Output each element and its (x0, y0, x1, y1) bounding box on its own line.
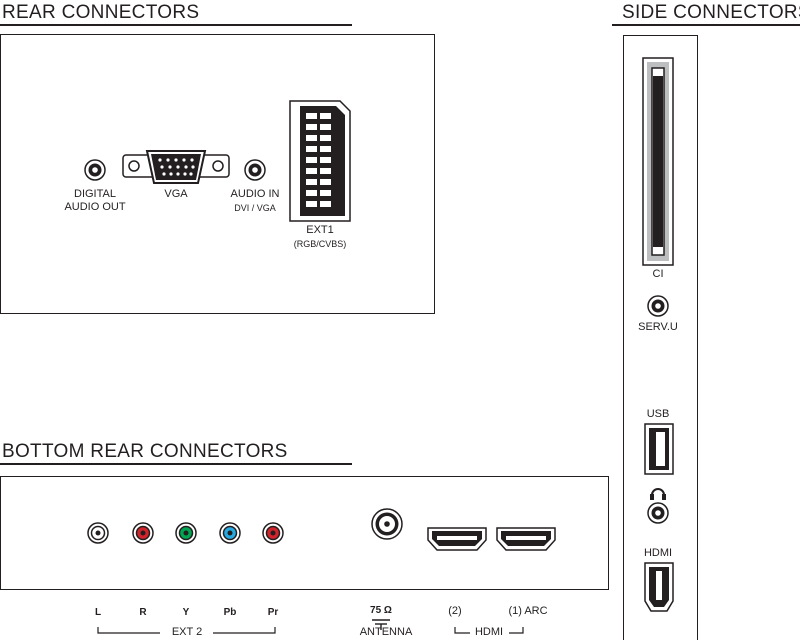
ext2-label-y: Y (182, 607, 190, 618)
rca-jack-y (175, 522, 197, 544)
hdmi-bracket (454, 627, 524, 634)
headphone-jack (647, 502, 669, 524)
hdmi-1-arc-label: (1) ARC (508, 605, 548, 617)
ext1-scart-connector (289, 100, 351, 222)
serv-u-label: SERV.U (638, 321, 678, 333)
hdmi-port-2 (427, 527, 487, 551)
ext2-group-label: EXT 2 (171, 626, 203, 638)
ext1-sub-label: (RGB/CVBS) (293, 239, 347, 249)
digital-audio-out-line1: DIGITAL (74, 188, 116, 200)
antenna-symbol (372, 619, 390, 630)
hdmi-side-label: HDMI (643, 547, 673, 559)
audio-in-sub-label: DVI / VGA (234, 203, 276, 213)
antenna-ohm-label: 75 Ω (370, 605, 392, 616)
ci-label: CI (652, 268, 664, 280)
serv-u-jack (647, 295, 669, 317)
antenna-label: ANTENNA (359, 626, 413, 638)
usb-label: USB (646, 408, 670, 420)
ext2-label-pr: Pr (267, 607, 279, 618)
side-heading-rule (612, 24, 800, 26)
digital-audio-out-jack (84, 159, 106, 181)
rca-jack-pb (219, 522, 241, 544)
vga-connector (122, 150, 230, 184)
bottom-heading-rule (0, 463, 352, 465)
ext2-label-pb: Pb (223, 607, 237, 618)
ci-slot (642, 57, 674, 266)
rear-connectors-heading: REAR CONNECTORS (2, 2, 200, 23)
headphone-icon (650, 488, 666, 500)
audio-in-label: AUDIO IN (230, 188, 280, 200)
hdmi-2-label: (2) (448, 605, 462, 617)
audio-in-jack (244, 159, 266, 181)
ext2-label-l: L (94, 607, 102, 618)
vga-label: VGA (164, 188, 188, 200)
ext1-label: EXT1 (306, 224, 334, 236)
rca-jack-l (87, 522, 109, 544)
ext2-label-r: R (139, 607, 147, 618)
bottom-rear-connectors-heading: BOTTOM REAR CONNECTORS (2, 441, 288, 462)
digital-audio-out-line2: AUDIO OUT (64, 201, 126, 213)
usb-port (644, 423, 674, 475)
ext2-bracket (97, 627, 276, 634)
digital-audio-out-label: DIGITAL AUDIO OUT (55, 188, 135, 214)
rca-jack-pr (262, 522, 284, 544)
hdmi-port-1-arc (496, 527, 556, 551)
side-hdmi-port (644, 562, 674, 612)
rear-heading-rule (0, 24, 352, 26)
antenna-jack (371, 508, 403, 540)
side-connectors-heading: SIDE CONNECTORS (622, 2, 800, 23)
rca-jack-r (132, 522, 154, 544)
hdmi-group-label: HDMI (474, 626, 504, 638)
